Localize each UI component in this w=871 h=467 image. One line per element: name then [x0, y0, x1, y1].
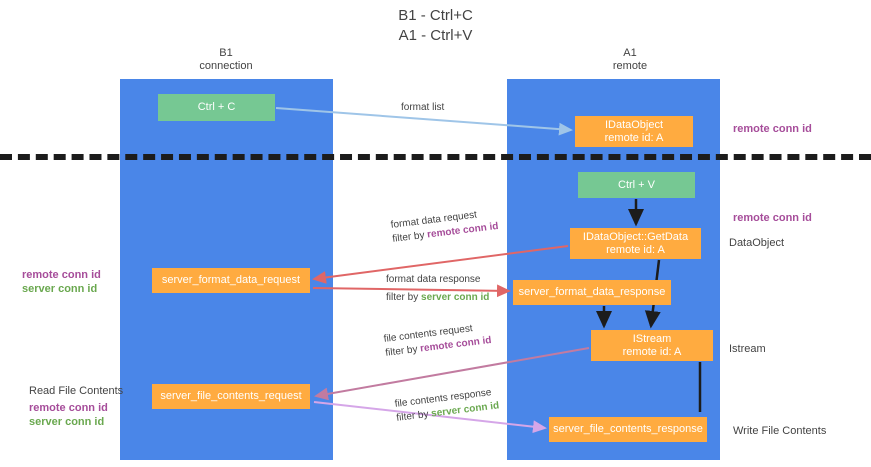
side-label-left-server-conn-id: server conn id [22, 283, 98, 295]
side-label-left-conn-ids: remote conn id server conn id [22, 268, 101, 296]
node-getdata[interactable]: IDataObject::GetData remote id: A [570, 228, 701, 259]
node-server-file-contents-request-label: server_file_contents_request [160, 390, 302, 402]
node-idataobject[interactable]: IDataObject remote id: A [575, 116, 693, 147]
side-label-istream: Istream [729, 343, 766, 355]
node-istream[interactable]: IStream remote id: A [591, 330, 713, 361]
node-istream-line2: remote id: A [622, 345, 682, 358]
column-header-b1-name: B1 [219, 47, 233, 59]
node-ctrl-v-label: Ctrl + V [618, 178, 655, 191]
filter-by-text-3: filter by [384, 343, 421, 359]
side-label-left-server-conn-id-bottom: server conn id [29, 416, 105, 428]
node-ctrl-c-label: Ctrl + C [197, 101, 236, 113]
side-label-read-file-contents: Read File Contents [29, 385, 124, 397]
page-title-line1: B1 - Ctrl+C [398, 7, 473, 24]
edge-label-format-data-response-line1: format data response [386, 274, 481, 285]
server-conn-id-text: server conn id [421, 292, 490, 303]
node-ctrl-v[interactable]: Ctrl + V [578, 172, 695, 198]
page-title: B1 - Ctrl+C A1 - Ctrl+V [0, 6, 871, 46]
filter-by-text-2: filter by [386, 292, 422, 303]
node-getdata-line2: remote id: A [606, 243, 665, 256]
side-label-left-conn-ids-bottom: remote conn id server conn id [29, 401, 108, 429]
column-header-a1-role: remote [612, 60, 648, 72]
column-header-b1-role: connection [199, 60, 253, 72]
node-server-file-contents-response-label: server_file_contents_response [553, 423, 703, 435]
node-ctrl-c[interactable]: Ctrl + C [158, 94, 275, 121]
column-header-b1: B1 connection [146, 47, 306, 73]
side-label-remote-conn-id-mid: remote conn id [733, 212, 812, 224]
side-label-dataobject: DataObject [729, 237, 785, 249]
node-server-file-contents-response[interactable]: server_file_contents_response [549, 417, 707, 442]
page-title-line2: A1 - Ctrl+V [398, 27, 473, 44]
node-server-format-data-response[interactable]: server_format_data_response [513, 280, 671, 305]
edge-label-format-data-request: format data request filter by remote con… [390, 206, 499, 247]
node-idataobject-line1: IDataObject [604, 118, 664, 131]
node-istream-line1: IStream [632, 332, 672, 345]
side-label-write-file-contents: Write File Contents [733, 425, 827, 437]
filter-by-text: filter by [391, 229, 428, 245]
edge-label-file-contents-response: file contents response filter by server … [394, 385, 500, 425]
section-divider [0, 154, 871, 160]
side-label-remote-conn-id-top: remote conn id [733, 123, 812, 135]
node-getdata-line1: IDataObject::GetData [582, 230, 689, 243]
edge-label-format-data-response-line2: filter by server conn id [386, 291, 489, 305]
side-label-left-remote-conn-id: remote conn id [22, 269, 101, 281]
node-server-format-data-request-label: server_format_data_request [161, 274, 301, 286]
column-header-a1: A1 remote [550, 47, 710, 73]
node-idataobject-line2: remote id: A [604, 131, 664, 144]
filter-by-text-4: filter by [395, 408, 432, 424]
edge-label-file-contents-request: file contents request filter by remote c… [383, 320, 492, 361]
column-header-a1-name: A1 [623, 47, 637, 59]
node-server-file-contents-request[interactable]: server_file_contents_request [152, 384, 310, 409]
node-server-format-data-response-label: server_format_data_response [518, 286, 666, 298]
node-server-format-data-request[interactable]: server_format_data_request [152, 268, 310, 293]
edge-label-format-data-response: format data response filter by server co… [386, 273, 489, 305]
side-label-left-remote-conn-id-bottom: remote conn id [29, 402, 108, 414]
edge-label-format-list: format list [401, 102, 445, 113]
